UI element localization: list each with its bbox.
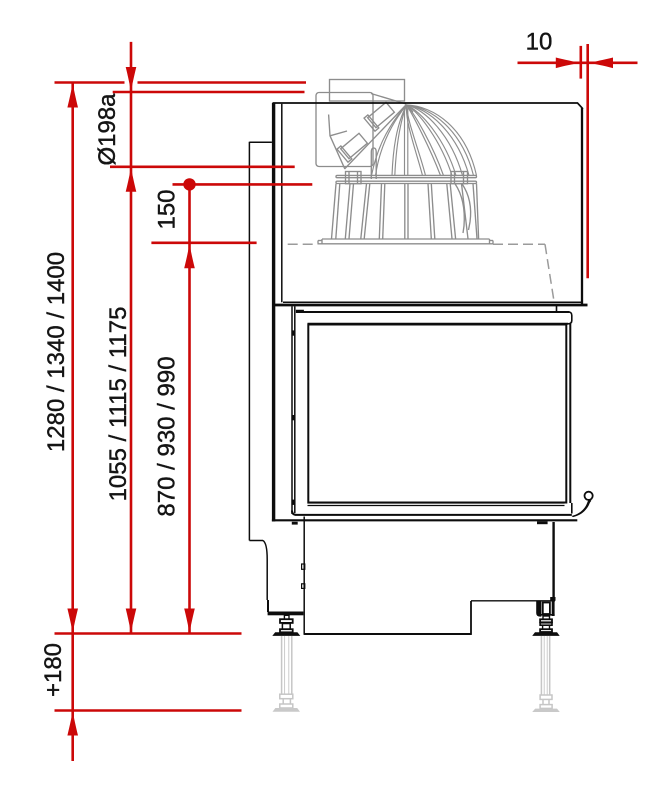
svg-text:1280 / 1340 / 1400: 1280 / 1340 / 1400 bbox=[43, 252, 70, 452]
svg-text:+180: +180 bbox=[40, 643, 67, 697]
svg-text:10: 10 bbox=[526, 29, 553, 56]
svg-text:1055 / 1115 / 1175: 1055 / 1115 / 1175 bbox=[105, 307, 132, 502]
svg-text:Ø198a: Ø198a bbox=[94, 93, 121, 166]
svg-text:150: 150 bbox=[154, 189, 181, 229]
svg-text:870 / 930 / 990: 870 / 930 / 990 bbox=[154, 356, 181, 516]
